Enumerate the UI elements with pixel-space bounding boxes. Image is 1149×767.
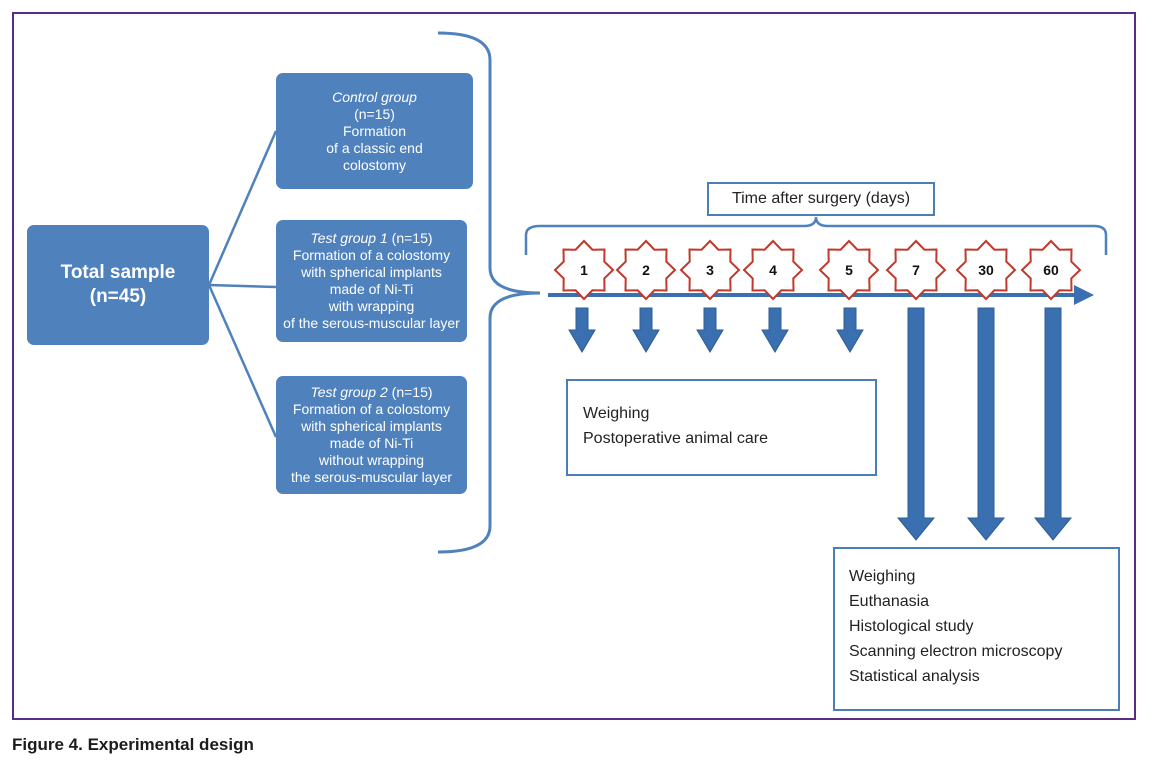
control-group-count: (n=15) xyxy=(354,105,395,122)
final-outcomes-box: Weighing Euthanasia Histological study S… xyxy=(833,547,1120,711)
control-group-line: Formation xyxy=(342,122,407,139)
test-group-1-title: Test group 1 (n=15) xyxy=(310,230,432,247)
outcome-item: Weighing xyxy=(583,405,650,422)
connector-test2 xyxy=(207,284,278,438)
total-sample-title: Total sample xyxy=(60,262,176,283)
outcome-item: Statistical analysis xyxy=(849,668,980,685)
timeline-label-box: Time after surgery (days) xyxy=(707,182,935,216)
timeline-label: Time after surgery (days) xyxy=(731,190,911,207)
test-group-1-line: of the serous-muscular layer xyxy=(283,315,460,331)
day-label: 5 xyxy=(845,262,853,278)
day-star-icon xyxy=(955,239,1017,301)
test-group-1-line: with spherical implants xyxy=(301,264,442,280)
test-group-1-box: Test group 1 (n=15) Formation of a colos… xyxy=(276,220,467,342)
test-group-1-line: with wrapping xyxy=(328,298,415,314)
day-label: 1 xyxy=(580,262,588,278)
total-sample-count: (n=45) xyxy=(89,286,147,307)
connector-test1 xyxy=(208,283,277,289)
day-star-icon xyxy=(615,239,677,301)
control-group-title: Control group xyxy=(332,89,417,106)
day-label: 30 xyxy=(978,262,994,278)
test-group-1-name: Test group 1 xyxy=(310,230,388,246)
outcome-item: Scanning electron microscopy xyxy=(849,643,1063,660)
outcome-item: Postoperative animal care xyxy=(583,430,768,447)
timeline-arrowhead xyxy=(1074,285,1094,305)
outcome-item: Euthanasia xyxy=(849,593,930,610)
day-star-icon xyxy=(679,239,741,301)
outcome-item: Histological study xyxy=(849,618,974,635)
total-sample-box: Total sample (n=45) xyxy=(27,225,209,345)
control-group-line: colostomy xyxy=(342,156,407,173)
test-group-2-line: made of Ni-Ti xyxy=(329,435,414,451)
control-group-name: Control group xyxy=(332,88,417,105)
down-arrow-icon xyxy=(836,307,864,353)
timeline-brace xyxy=(524,216,1108,255)
group-brace xyxy=(437,31,541,554)
down-arrow-icon xyxy=(696,307,724,353)
day-star-icon xyxy=(1020,239,1082,301)
connector-control xyxy=(207,130,278,286)
down-arrow-icon xyxy=(568,307,596,353)
test-group-2-line: Formation of a colostomy xyxy=(292,401,451,417)
down-arrow-icon xyxy=(761,307,789,353)
short-term-outcomes-box: Weighing Postoperative animal care xyxy=(566,379,877,476)
day-star-icon xyxy=(885,239,947,301)
down-arrow-icon xyxy=(1033,307,1073,541)
figure-caption: Figure 4. Experimental design xyxy=(12,735,254,754)
day-label: 7 xyxy=(912,262,920,278)
control-group-box: Control group (n=15) Formation of a clas… xyxy=(276,73,473,189)
test-group-2-line: the serous-muscular layer xyxy=(290,469,453,485)
outcome-item: Weighing xyxy=(849,568,916,585)
day-star-icon xyxy=(742,239,804,301)
test-group-2-line: with spherical implants xyxy=(301,418,442,434)
test-group-2-name: Test group 2 xyxy=(310,384,388,400)
day-star-icon xyxy=(553,239,615,301)
day-label: 60 xyxy=(1043,262,1059,278)
down-arrow-icon xyxy=(966,307,1006,541)
day-label: 2 xyxy=(642,262,650,278)
test-group-2-count: (n=15) xyxy=(387,384,433,400)
test-group-2-title: Test group 2 (n=15) xyxy=(310,384,432,401)
test-group-1-line: made of Ni-Ti xyxy=(329,281,414,297)
test-group-2-box: Test group 2 (n=15) Formation of a colos… xyxy=(276,376,467,494)
test-group-2-line: without wrapping xyxy=(318,452,425,468)
test-group-1-count: (n=15) xyxy=(387,230,433,246)
test-group-1-line: Formation of a colostomy xyxy=(292,247,451,263)
figure-frame xyxy=(12,12,1136,720)
day-label: 4 xyxy=(769,262,777,278)
down-arrow-icon xyxy=(632,307,660,353)
day-label: 3 xyxy=(706,262,714,278)
control-group-line: of a classic end xyxy=(326,139,423,156)
day-star-icon xyxy=(818,239,880,301)
down-arrow-icon xyxy=(896,307,936,541)
